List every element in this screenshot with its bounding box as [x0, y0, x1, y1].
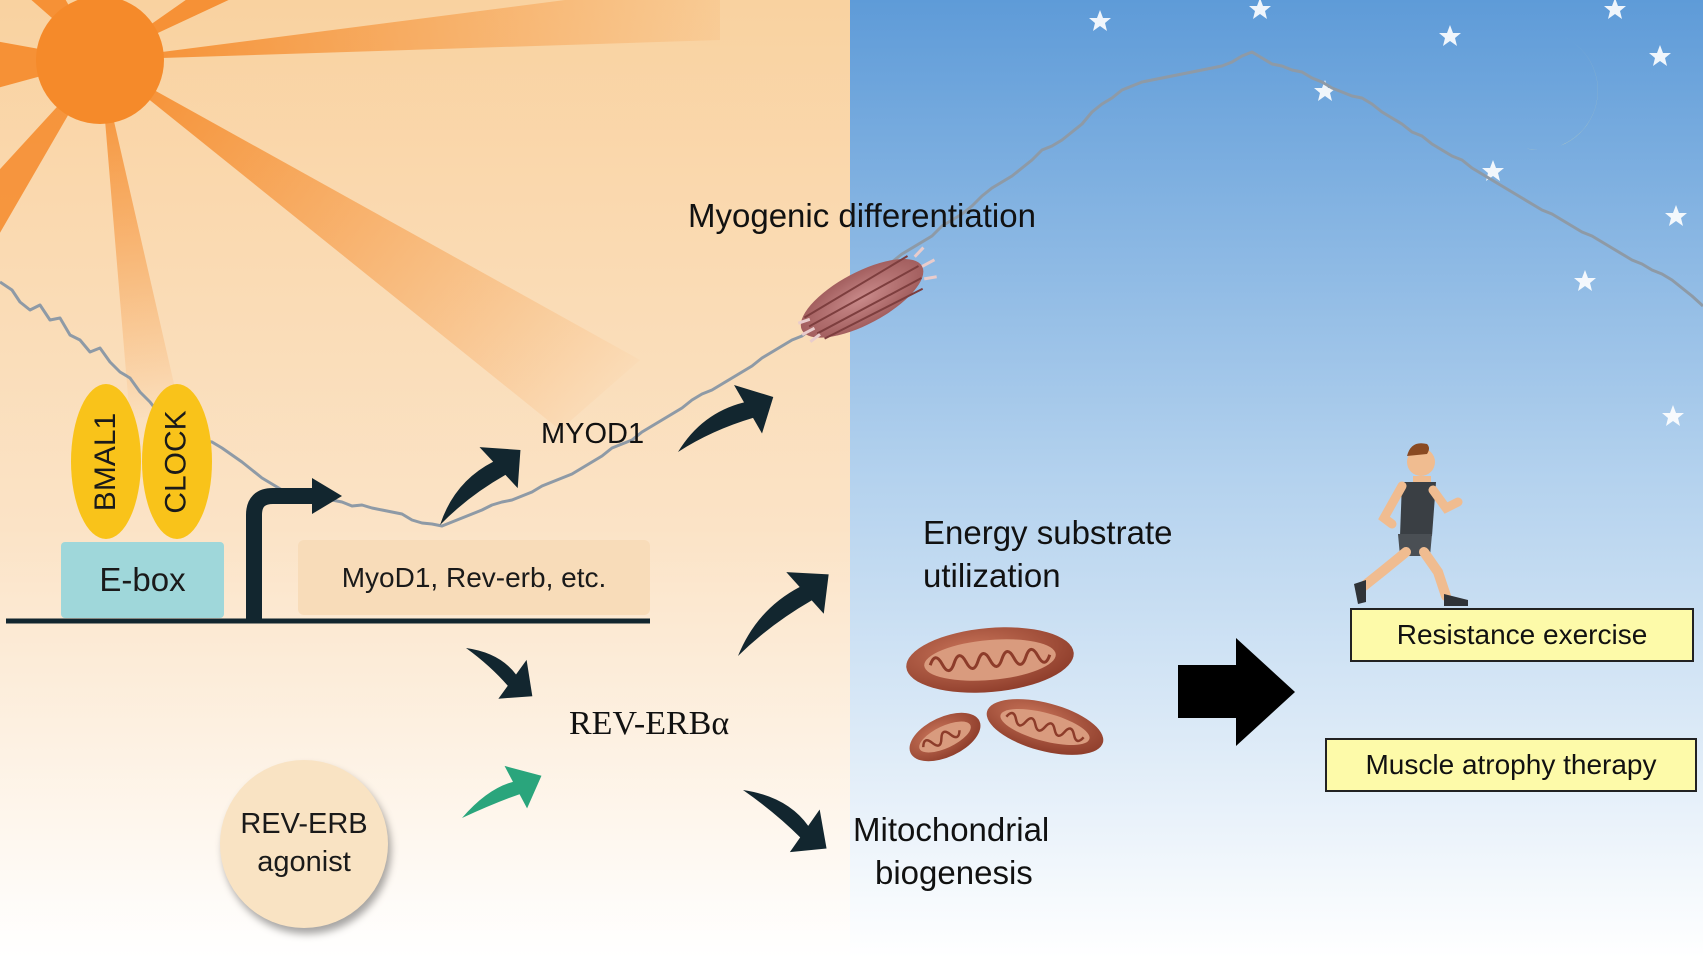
- big-arrow-icon: [1178, 638, 1295, 746]
- bmal1-protein: BMAL1: [71, 384, 141, 539]
- muscle-atrophy-therapy-box: Muscle atrophy therapy: [1325, 738, 1697, 792]
- arrow-icon: [466, 648, 533, 699]
- myod1-label: MYOD1: [541, 418, 645, 450]
- agonist-label-line2: agonist: [257, 846, 351, 878]
- night-background: [850, 0, 1703, 958]
- myogenic-differentiation-label: Myogenic differentiation: [688, 197, 1036, 234]
- arrow-icon: [678, 385, 774, 452]
- runner-icon: [1354, 443, 1468, 606]
- agonist-arrow-icon: [462, 765, 542, 818]
- energy-substrate-label-line2: utilization: [923, 557, 1061, 594]
- target-genes-box: MyoD1, Rev-erb, etc.: [298, 540, 650, 615]
- star-icon: [1089, 10, 1111, 31]
- star-icon: [1249, 0, 1271, 19]
- energy-substrate-label-line1: Energy substrate: [923, 514, 1173, 551]
- e-box: E-box: [61, 542, 224, 618]
- mitochondria-icon: [906, 627, 1104, 762]
- arrow-icon: [743, 790, 827, 853]
- muscle-fiber-icon: [797, 246, 937, 343]
- star-icon: [1314, 80, 1336, 101]
- arrow-icon: [738, 572, 829, 656]
- star-icon: [1649, 45, 1671, 66]
- transcription-start-arrow-icon: [246, 478, 342, 620]
- day-background: [0, 0, 850, 958]
- mitochondrial-biogenesis-label-line2: biogenesis: [875, 854, 1033, 891]
- bmal1-label: BMAL1: [89, 412, 123, 511]
- star-icon: [1604, 0, 1626, 19]
- clock-label: CLOCK: [160, 409, 194, 514]
- agonist-label-line1: REV-ERB: [240, 808, 368, 841]
- arrow-icon: [440, 447, 521, 525]
- clock-protein: CLOCK: [142, 384, 212, 539]
- resistance-exercise-box: Resistance exercise: [1350, 608, 1694, 662]
- star-icon: [1439, 25, 1461, 46]
- star-icon: [1574, 270, 1596, 291]
- mitochondrial-biogenesis-label-line1: Mitochondrial: [853, 811, 1050, 848]
- star-icon: [1665, 205, 1687, 226]
- sun-icon: [0, 0, 720, 430]
- rev-erb-alpha-label: REV-ERBα: [569, 705, 730, 742]
- rev-erb-agonist-circle: REV-ERB agonist: [220, 760, 388, 928]
- stars: [1089, 0, 1687, 426]
- star-icon: [1662, 405, 1684, 426]
